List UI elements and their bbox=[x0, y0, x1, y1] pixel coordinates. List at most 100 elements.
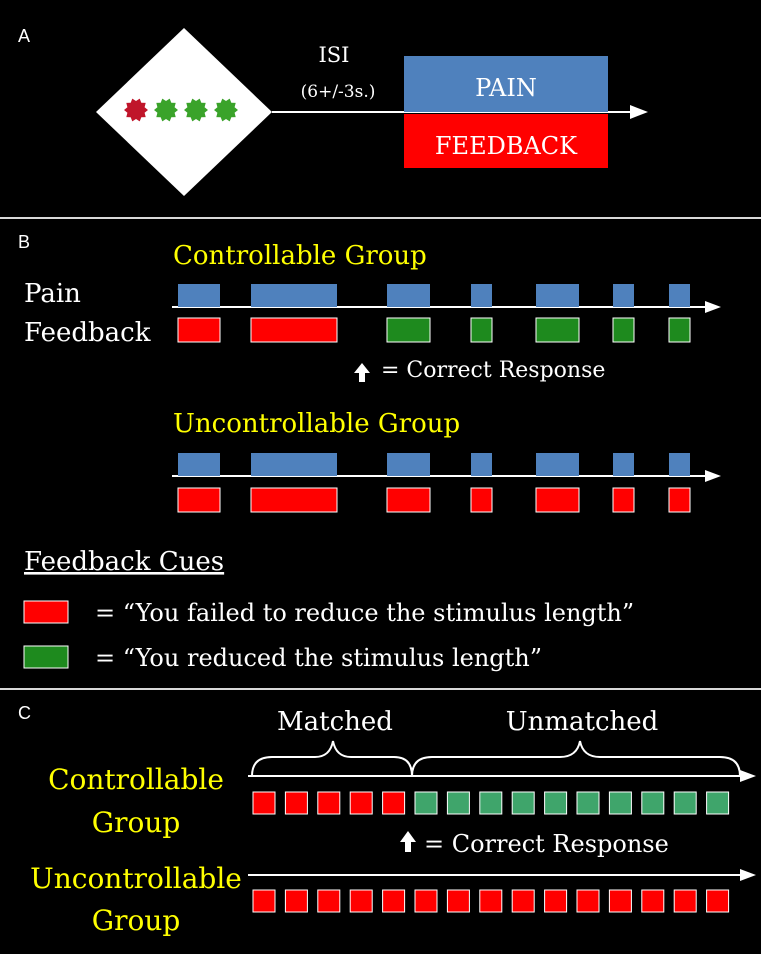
controllable-pain-blocks bbox=[178, 284, 690, 307]
cue-green-swatch bbox=[23, 645, 69, 669]
arrowhead-uncontrollable bbox=[705, 470, 721, 482]
uncontrollable-trial-red bbox=[544, 889, 568, 913]
uncontrollable-pain-block bbox=[387, 453, 430, 476]
cue-dot-red bbox=[124, 98, 148, 122]
controllable-label-line2: Group bbox=[92, 806, 181, 839]
controllable-pain-block bbox=[669, 284, 690, 307]
uncontrollable-pain-block bbox=[471, 453, 492, 476]
uncontrollable-feedback-blocks bbox=[177, 487, 691, 513]
matched-brace bbox=[251, 740, 413, 777]
up-arrow-icon bbox=[400, 831, 416, 852]
uncontrollable-trial-red bbox=[479, 889, 503, 913]
uncontrollable-trial-red bbox=[349, 889, 373, 913]
controllable-group-title: Controllable Group bbox=[173, 241, 427, 271]
controllable-sequence bbox=[252, 791, 730, 815]
controllable-trial-green bbox=[414, 791, 438, 815]
uncontrollable-pain-block bbox=[178, 453, 220, 476]
uncontrollable-feedback-block-red bbox=[535, 487, 580, 513]
controllable-label-line1: Controllable bbox=[48, 763, 224, 796]
panel-a-letter: A bbox=[18, 26, 30, 46]
uncontrollable-feedback-block-red bbox=[386, 487, 431, 513]
controllable-pain-block bbox=[387, 284, 430, 307]
arrowhead-a bbox=[630, 105, 648, 119]
cue-red-text: = “You failed to reduce the stimulus len… bbox=[95, 599, 634, 627]
uncontrollable-trial-red bbox=[414, 889, 438, 913]
uncontrollable-pain-block bbox=[613, 453, 634, 476]
controllable-trial-red bbox=[317, 791, 341, 815]
uncontrollable-feedback-block-red bbox=[177, 487, 221, 513]
uncontrollable-feedback-block-red bbox=[470, 487, 493, 513]
controllable-trial-green bbox=[544, 791, 568, 815]
pain-row-label: Pain bbox=[24, 279, 81, 309]
controllable-feedback-block-green bbox=[386, 317, 431, 343]
uncontrollable-label-line1: Uncontrollable bbox=[30, 862, 242, 895]
uncontrollable-feedback-block-red bbox=[612, 487, 635, 513]
uncontrollable-trial-red bbox=[673, 889, 697, 913]
controllable-feedback-block-red bbox=[250, 317, 338, 343]
controllable-pain-block bbox=[536, 284, 579, 307]
controllable-trial-green bbox=[641, 791, 665, 815]
correct-response-label-b: = Correct Response bbox=[381, 358, 605, 383]
correct-response-label-c: = Correct Response bbox=[424, 830, 669, 858]
controllable-trial-red bbox=[349, 791, 373, 815]
uncontrollable-trial-red bbox=[284, 889, 308, 913]
feedback-cues-title: Feedback Cues bbox=[24, 547, 224, 577]
panel-c-letter: C bbox=[18, 703, 31, 723]
uncontrollable-trial-red bbox=[382, 889, 406, 913]
controllable-feedback-block-green bbox=[535, 317, 580, 343]
controllable-trial-green bbox=[673, 791, 697, 815]
panel-a: A ISI (6+/-3s.) PAIN FEEDBACK bbox=[18, 26, 648, 196]
controllable-pain-block bbox=[613, 284, 634, 307]
uncontrollable-pain-block bbox=[251, 453, 337, 476]
controllable-trial-red bbox=[382, 791, 406, 815]
matched-label: Matched bbox=[277, 707, 393, 737]
controllable-trial-red bbox=[284, 791, 308, 815]
uncontrollable-trial-red bbox=[576, 889, 600, 913]
uncontrollable-sequence bbox=[252, 889, 730, 913]
feedback-row-label: Feedback bbox=[24, 318, 151, 348]
uncontrollable-trial-red bbox=[317, 889, 341, 913]
pain-label: PAIN bbox=[475, 74, 537, 102]
controllable-feedback-block-green bbox=[612, 317, 635, 343]
controllable-trial-green bbox=[479, 791, 503, 815]
uncontrollable-trial-red bbox=[608, 889, 632, 913]
pain-block bbox=[404, 56, 608, 112]
cue-dot-green bbox=[214, 98, 238, 122]
controllable-trial-green bbox=[446, 791, 470, 815]
uncontrollable-pain-block bbox=[669, 453, 690, 476]
controllable-trial-red bbox=[252, 791, 276, 815]
uncontrollable-trial-red bbox=[511, 889, 535, 913]
arrowhead-controllable bbox=[705, 301, 721, 313]
controllable-trial-green bbox=[576, 791, 600, 815]
uncontrollable-trial-red bbox=[252, 889, 276, 913]
isi-range: (6+/-3s.) bbox=[301, 82, 376, 102]
cue-dot-green bbox=[154, 98, 178, 122]
uncontrollable-group-title: Uncontrollable Group bbox=[173, 409, 460, 439]
panel-b-letter: B bbox=[18, 232, 30, 252]
feedback-label: FEEDBACK bbox=[435, 132, 578, 160]
controllable-trial-green bbox=[511, 791, 535, 815]
up-arrow-icon bbox=[354, 363, 370, 382]
cue-green-text: = “You reduced the stimulus length” bbox=[95, 644, 542, 672]
controllable-feedback-block-green bbox=[668, 317, 691, 343]
cue-red-swatch bbox=[23, 600, 69, 624]
panel-c: C Matched Unmatched Controllable Group =… bbox=[18, 703, 756, 937]
controllable-pain-block bbox=[471, 284, 492, 307]
controllable-feedback-blocks bbox=[177, 317, 691, 343]
controllable-pain-block bbox=[251, 284, 337, 307]
controllable-trial-green bbox=[706, 791, 730, 815]
uncontrollable-label-line2: Group bbox=[92, 904, 181, 937]
cue-dot-green bbox=[184, 98, 208, 122]
controllable-feedback-block-red bbox=[177, 317, 221, 343]
feedback-block bbox=[404, 114, 608, 168]
uncontrollable-pain-block bbox=[536, 453, 579, 476]
controllable-feedback-block-green bbox=[470, 317, 493, 343]
arrowhead-c-uncontrollable bbox=[740, 869, 756, 881]
uncontrollable-trial-red bbox=[641, 889, 665, 913]
arrowhead-c-controllable bbox=[740, 770, 756, 782]
cue-dots bbox=[124, 98, 238, 122]
uncontrollable-trial-red bbox=[706, 889, 730, 913]
panel-b: B Controllable Group Pain Feedback = Cor… bbox=[18, 232, 721, 672]
isi-label: ISI bbox=[319, 43, 350, 67]
